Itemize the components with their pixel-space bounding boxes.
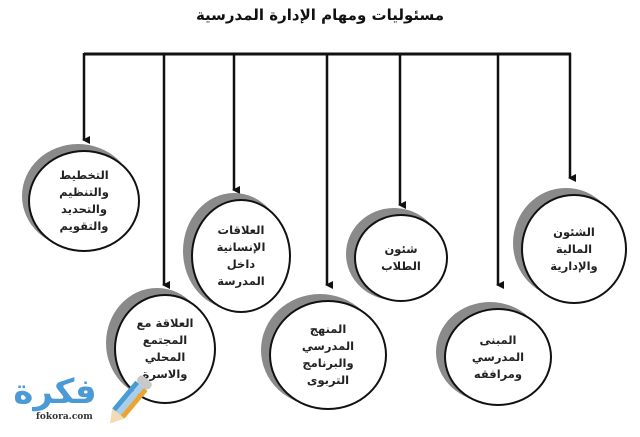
node-student-affairs: شئون الطلاب: [346, 208, 450, 304]
node-human-relations: العلاقات الإنسانية داخل المدرسة: [183, 193, 295, 315]
diagram-title: مسئوليات ومهام الإدارة المدرسية: [195, 6, 445, 24]
node-curriculum: المنهج المدرسي والبرنامج التربوى: [261, 294, 389, 414]
logo-text: فكرة: [13, 372, 97, 412]
node-label: التخطيط والتنظيم والتحديد والتقويم: [59, 168, 109, 233]
logo-subtext: fokora.com: [36, 412, 93, 422]
node-label: العلاقات الإنسانية داخل المدرسة: [216, 223, 266, 288]
node-label: العلاقة مع المجتمع المحلي والاسرة: [136, 316, 194, 381]
node-label: شئون الطلاب: [381, 242, 421, 273]
node-finance-admin: الشئون المالية والإدارية: [513, 188, 629, 306]
node-community-relations: العلاقة مع المجتمع المحلي والاسرة: [106, 288, 218, 406]
node-planning: التخطيط والتنظيم والتحديد والتقويم: [22, 144, 144, 252]
node-label: الشئون المالية والإدارية: [550, 224, 598, 273]
node-label: المنهج المدرسي والبرنامج التربوى: [301, 322, 355, 387]
watermark-logo: فكرة fokora.com: [6, 372, 152, 432]
node-building: المبنى المدرسي ومرافقه: [436, 302, 554, 408]
node-label: المبنى المدرسي ومرافقه: [471, 332, 525, 381]
pencil-icon: [110, 375, 152, 424]
